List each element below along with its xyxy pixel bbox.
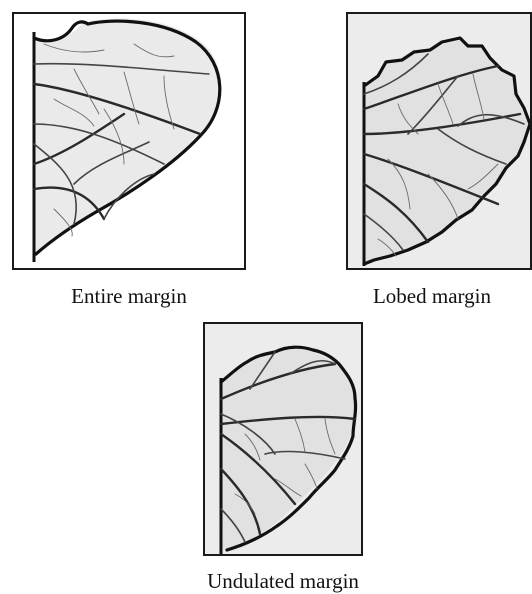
- undulated-margin-leaf-illustration: [203, 322, 363, 556]
- caption-entire-margin: Entire margin: [12, 286, 246, 307]
- caption-lobed-margin: Lobed margin: [332, 286, 532, 307]
- entire-margin-leaf-drawing: [14, 14, 244, 268]
- lobed-margin-leaf-illustration: [346, 12, 532, 270]
- undulated-margin-leaf-drawing: [205, 324, 361, 554]
- entire-margin-leaf-illustration: [12, 12, 246, 270]
- lobed-margin-leaf-drawing: [348, 14, 530, 268]
- caption-undulated-margin: Undulated margin: [183, 571, 383, 592]
